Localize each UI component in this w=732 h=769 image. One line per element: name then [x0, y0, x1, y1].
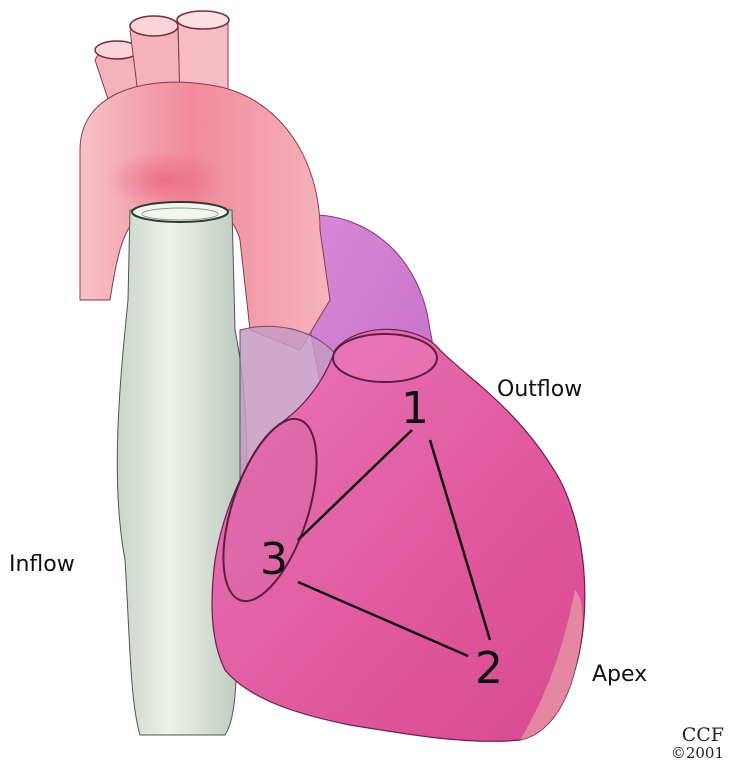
copyright-org: CCF [654, 726, 724, 746]
copyright-year: ©2001 [654, 746, 724, 762]
aorta-highlight [105, 150, 225, 210]
point-2-label: 2 [475, 647, 503, 691]
point-3-label: 3 [260, 538, 288, 582]
outflow-label: Outflow [497, 377, 582, 402]
aortic-branch-2-opening [130, 16, 178, 36]
vena-cava-opening [132, 202, 228, 222]
copyright-notice: CCF ©2001 [654, 726, 724, 762]
point-1-label: 1 [401, 387, 429, 431]
aortic-branch-3-opening [177, 11, 229, 29]
inflow-label: Inflow [9, 552, 75, 577]
apex-label: Apex [592, 662, 647, 687]
outflow-valve [333, 334, 437, 382]
